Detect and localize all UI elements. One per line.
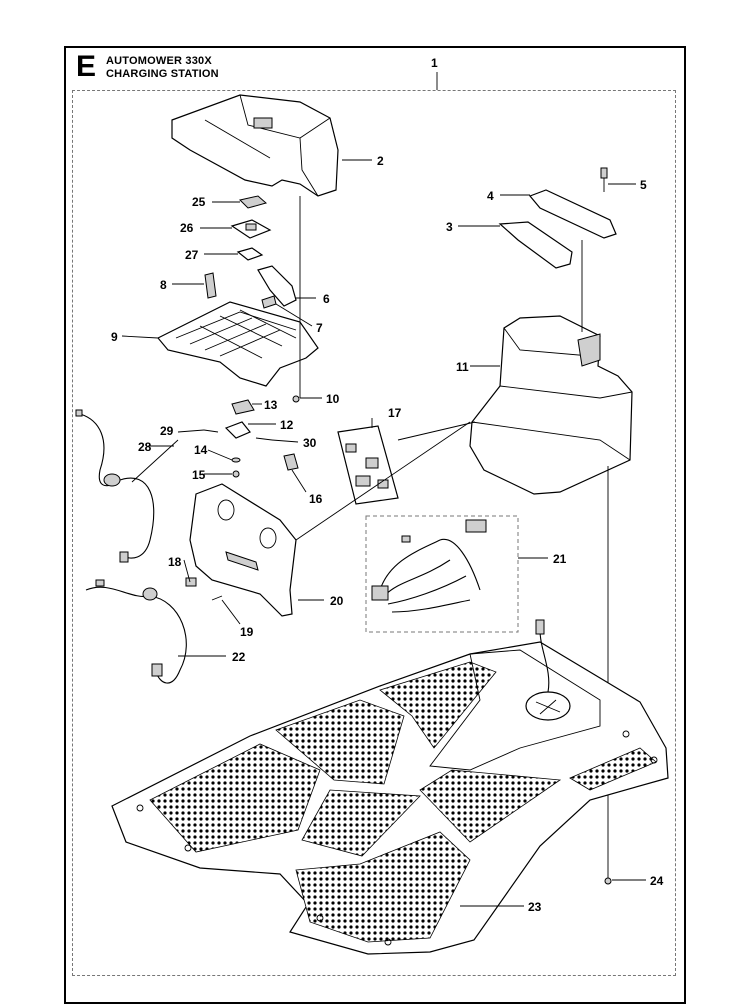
lever-spring-parts bbox=[204, 265, 297, 309]
diagram-frame bbox=[64, 46, 686, 1004]
callout-28: 28 bbox=[138, 440, 152, 454]
front-plate-part bbox=[189, 483, 297, 617]
callout-27: 27 bbox=[185, 248, 199, 262]
callout-14: 14 bbox=[194, 443, 208, 457]
callout-21: 21 bbox=[553, 552, 567, 566]
callout-9: 9 bbox=[111, 330, 118, 344]
callout-13: 13 bbox=[264, 398, 278, 412]
callout-10: 10 bbox=[326, 392, 340, 406]
charging-base-body bbox=[469, 315, 633, 495]
small-parts-25-27 bbox=[230, 195, 272, 261]
top-cover-part bbox=[171, 94, 339, 197]
callout-26: 26 bbox=[180, 221, 194, 235]
callout-7: 7 bbox=[316, 321, 323, 335]
callout-22: 22 bbox=[232, 650, 246, 664]
callout-12: 12 bbox=[280, 418, 294, 432]
callout-18: 18 bbox=[168, 555, 182, 569]
cable-22-part bbox=[85, 579, 187, 684]
callout-2: 2 bbox=[377, 154, 384, 168]
callout-6: 6 bbox=[323, 292, 330, 306]
callout-24: 24 bbox=[650, 874, 664, 888]
callout-20: 20 bbox=[330, 594, 344, 608]
section-letter: E bbox=[76, 50, 97, 83]
callout-25: 25 bbox=[192, 195, 206, 209]
callout-19: 19 bbox=[240, 625, 254, 639]
callout-8: 8 bbox=[160, 278, 167, 292]
callout-30: 30 bbox=[303, 436, 317, 450]
cable-28-part bbox=[75, 409, 155, 563]
bracket-parts bbox=[498, 167, 617, 269]
cable-harness-part bbox=[371, 519, 487, 613]
callout-23: 23 bbox=[528, 900, 542, 914]
title-line-2: CHARGING STATION bbox=[106, 68, 219, 80]
grid-tray-part bbox=[157, 301, 319, 387]
callout-16: 16 bbox=[309, 492, 323, 506]
assembly-boundary bbox=[72, 90, 676, 976]
callout-29: 29 bbox=[160, 424, 174, 438]
title-line-1: AUTOMOWER 330X bbox=[106, 55, 212, 67]
callout-15: 15 bbox=[192, 468, 206, 482]
callout-1: 1 bbox=[431, 56, 438, 70]
callout-5: 5 bbox=[640, 178, 647, 192]
base-plate-part bbox=[111, 619, 669, 955]
callout-4: 4 bbox=[487, 189, 494, 203]
circuit-board-part bbox=[337, 425, 399, 505]
small-hardware-parts bbox=[203, 399, 299, 478]
callout-17: 17 bbox=[388, 406, 402, 420]
callout-3: 3 bbox=[446, 220, 453, 234]
callout-11: 11 bbox=[456, 360, 469, 374]
